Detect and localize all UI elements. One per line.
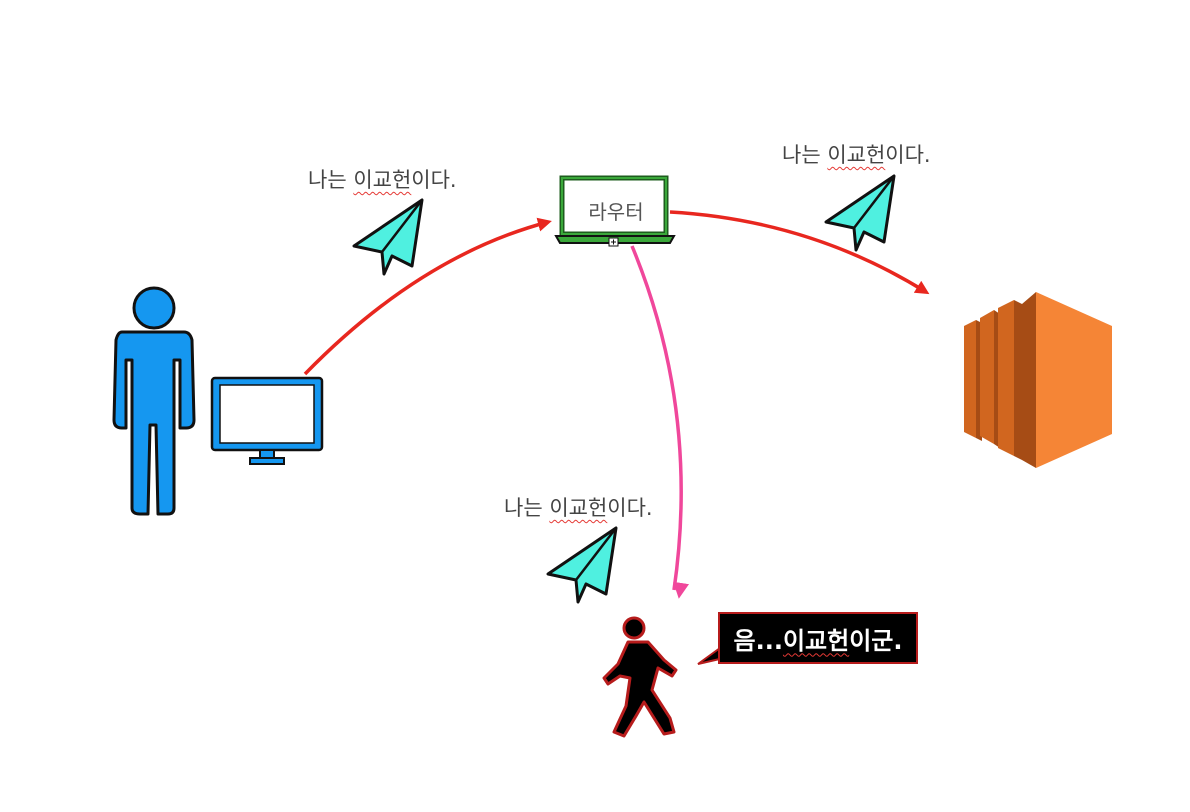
arrow-monitor-to-router bbox=[303, 217, 552, 376]
server-icon bbox=[964, 292, 1112, 468]
message-label-left: 나는 이교헌이다. bbox=[308, 164, 457, 194]
message-name: 이교헌 bbox=[549, 496, 608, 520]
message-prefix: 나는 bbox=[504, 496, 550, 520]
message-prefix: 나는 bbox=[782, 143, 828, 167]
router-label: 라우터 bbox=[588, 199, 644, 224]
speech-name: 이교헌 bbox=[782, 626, 850, 655]
monitor-icon bbox=[210, 376, 324, 465]
message-label-bottom: 나는 이교헌이다. bbox=[504, 492, 653, 522]
message-suffix: 이다. bbox=[607, 496, 653, 520]
speech-prefix: 음... bbox=[733, 626, 783, 655]
message-suffix: 이다. bbox=[885, 143, 931, 167]
walking-person-icon bbox=[602, 616, 678, 738]
message-name: 이교헌 bbox=[827, 143, 886, 167]
paper-plane-icon bbox=[352, 198, 424, 276]
paper-plane-icon bbox=[546, 526, 618, 604]
arrow-router-to-eavesdropper bbox=[630, 245, 689, 599]
user-icon bbox=[112, 286, 196, 516]
message-suffix: 이다. bbox=[411, 168, 457, 192]
arrow-router-to-server bbox=[669, 210, 930, 295]
speech-suffix: 이군. bbox=[849, 626, 903, 655]
message-label-right: 나는 이교헌이다. bbox=[782, 139, 931, 169]
laptop-router-icon bbox=[554, 175, 676, 247]
message-prefix: 나는 bbox=[308, 168, 354, 192]
message-name: 이교헌 bbox=[353, 168, 412, 192]
paper-plane-icon bbox=[824, 174, 896, 252]
